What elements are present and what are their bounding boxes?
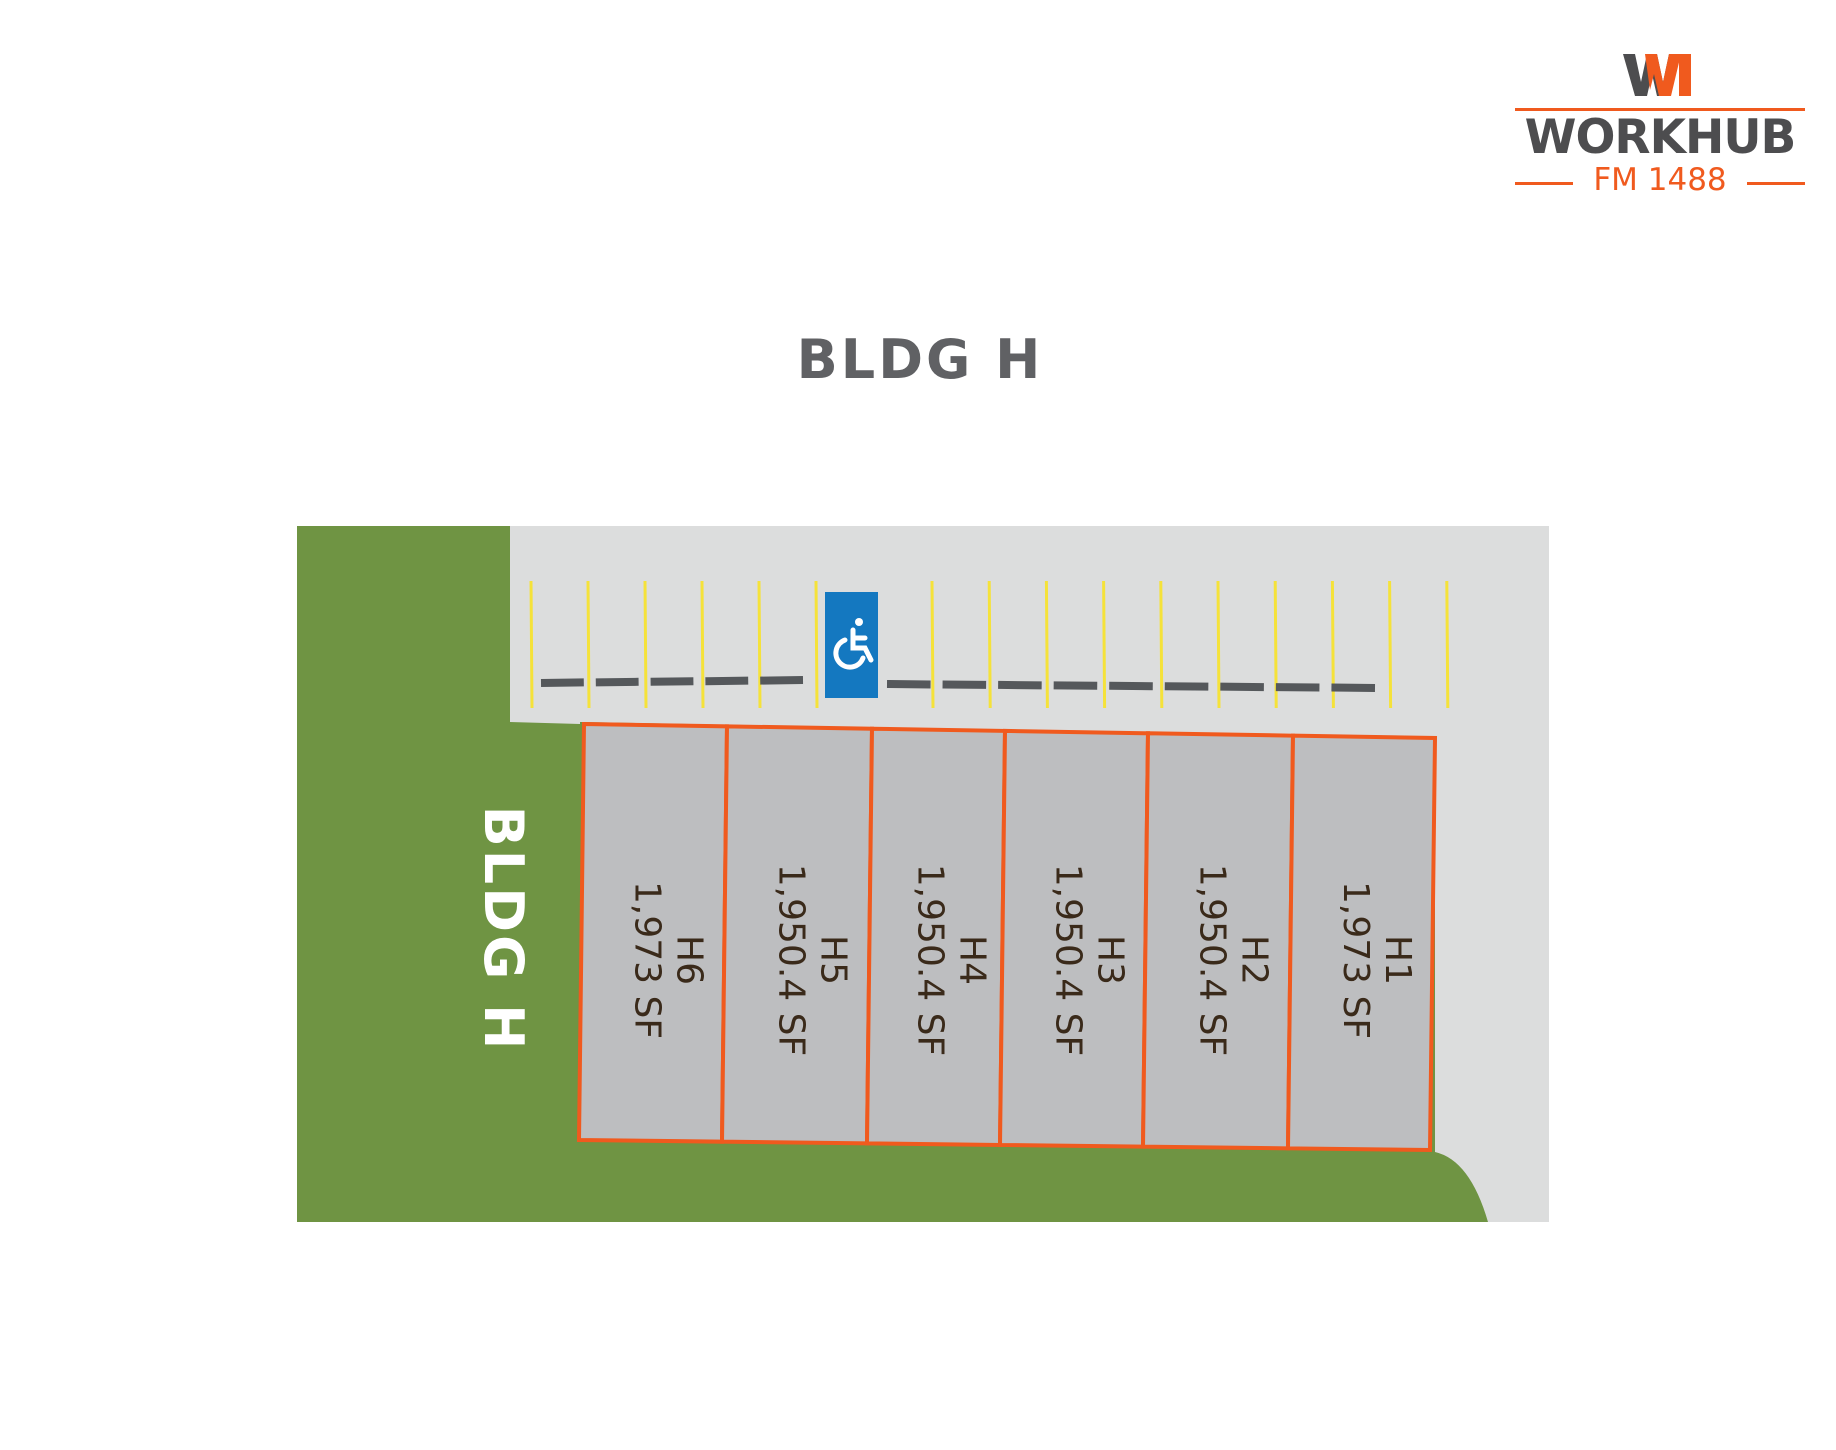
parking-stripe	[814, 580, 819, 709]
unit-id: H1	[1377, 935, 1418, 985]
unit-label: H11,973 SF	[1335, 881, 1418, 1039]
logo-subtitle-row: FM 1488	[1515, 162, 1805, 202]
unit-h3[interactable]: H31,950.4 SF	[997, 728, 1151, 1149]
parking-stripe	[1388, 580, 1393, 709]
workhub-logo: WORKHUB FM 1488	[1515, 52, 1805, 202]
accessible-parking-space[interactable]	[825, 592, 878, 698]
parking-stripe	[1102, 580, 1107, 709]
logo-rule	[1515, 108, 1805, 111]
unit-h2[interactable]: H21,950.4 SF	[1140, 731, 1296, 1151]
parking-stripe	[1445, 580, 1450, 709]
pavement-area	[510, 526, 1549, 1222]
curb-line	[540, 676, 1376, 692]
unit-h4[interactable]: H41,950.4 SF	[864, 726, 1008, 1147]
parking-stripe	[643, 580, 648, 709]
unit-h6[interactable]: H61,973 SF	[576, 721, 730, 1144]
logo-dash-left	[1515, 182, 1573, 185]
unit-label: H51,950.4 SF	[771, 864, 854, 1056]
unit-label: H61,973 SF	[627, 881, 710, 1039]
page-title: BLDG H	[796, 328, 1044, 391]
unit-area: 1,973 SF	[627, 881, 668, 1039]
wheelchair-icon	[833, 618, 874, 670]
unit-h1[interactable]: H11,973 SF	[1285, 733, 1438, 1153]
unit-label: H41,950.4 SF	[910, 864, 993, 1056]
unit-id: H3	[1090, 935, 1131, 985]
unit-id: H2	[1234, 935, 1275, 985]
curb-dash	[540, 678, 584, 687]
unit-area: 1,950.4 SF	[1192, 864, 1233, 1056]
side-building-label: BLDG H	[472, 806, 535, 1053]
logo-dash-right	[1747, 182, 1805, 185]
unit-area: 1,950.4 SF	[1048, 864, 1089, 1056]
workhub-mark-icon	[1623, 54, 1691, 96]
parking-stripe	[1159, 580, 1164, 709]
parking-stripe	[1216, 580, 1221, 709]
parking-stripe	[529, 580, 534, 709]
parking-stripe	[757, 580, 762, 709]
logo-subtitle: FM 1488	[1593, 162, 1727, 198]
logo-wordmark: WORKHUB	[1524, 110, 1797, 165]
unit-id: H5	[813, 935, 854, 985]
parking-stripe	[700, 580, 705, 709]
curb-dash	[705, 676, 749, 686]
parking-stripe	[1044, 580, 1049, 709]
curb-dash	[650, 677, 694, 686]
unit-label: H31,950.4 SF	[1048, 864, 1131, 1056]
unit-id: H4	[952, 935, 993, 985]
unit-h5[interactable]: H51,950.4 SF	[719, 724, 875, 1146]
unit-outline	[1285, 733, 1438, 1153]
unit-area: 1,973 SF	[1335, 881, 1376, 1039]
unit-area: 1,950.4 SF	[910, 864, 951, 1056]
parking-stripe	[586, 580, 591, 709]
parking-stripe	[930, 580, 935, 709]
curb-dash	[760, 676, 804, 685]
curb-dash	[595, 677, 639, 687]
unit-label: H21,950.4 SF	[1192, 864, 1275, 1056]
unit-id: H6	[669, 935, 710, 985]
unit-area: 1,950.4 SF	[771, 864, 812, 1056]
parking-stripe	[987, 580, 992, 709]
